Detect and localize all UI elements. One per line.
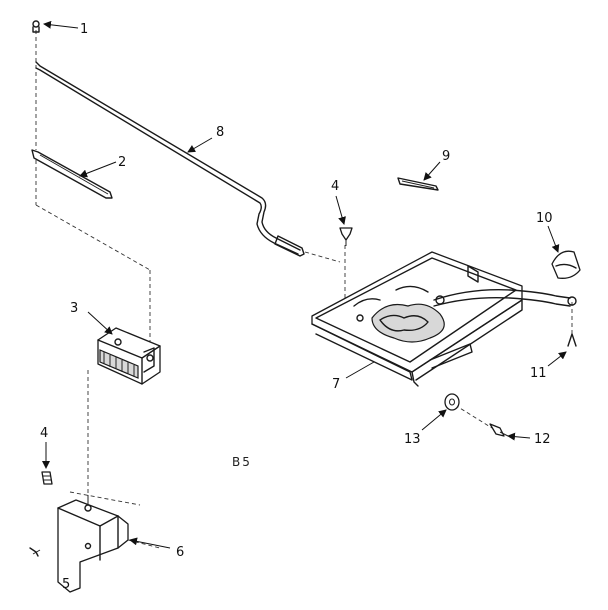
label-7: 7 bbox=[332, 377, 340, 392]
label-4-upper: 4 bbox=[331, 179, 339, 194]
label-1: 1 bbox=[80, 22, 88, 37]
part-6-bracket bbox=[57, 495, 129, 593]
label-6: 6 bbox=[176, 545, 184, 560]
part-4-screw-upper bbox=[339, 227, 353, 246]
part-9-rod bbox=[397, 177, 439, 191]
label-11: 11 bbox=[530, 366, 547, 381]
leader-lines bbox=[42, 20, 567, 549]
part-5-clip bbox=[29, 547, 41, 557]
label-8: 8 bbox=[216, 125, 224, 140]
label-10: 10 bbox=[536, 211, 553, 226]
label-5: 5 bbox=[62, 577, 70, 592]
label-12: 12 bbox=[534, 432, 551, 447]
part-10-cap bbox=[433, 250, 581, 307]
part-3-motor bbox=[97, 327, 161, 385]
part-11-clip bbox=[567, 333, 577, 347]
label-13: 13 bbox=[404, 432, 421, 447]
part-8-rod bbox=[35, 61, 305, 257]
alignment-lines bbox=[35, 30, 573, 549]
callout-labels: 1 2 3 4 4 5 6 7 8 9 10 11 12 13 B5 bbox=[40, 22, 553, 592]
part-12-screw bbox=[489, 423, 509, 437]
part-2-rod bbox=[31, 149, 113, 199]
part-1-clip bbox=[32, 20, 40, 33]
label-4-lower: 4 bbox=[40, 426, 48, 441]
label-9: 9 bbox=[442, 149, 450, 164]
label-2: 2 bbox=[118, 155, 126, 170]
label-3: 3 bbox=[70, 301, 78, 316]
part-7-tray bbox=[311, 251, 523, 387]
diagram-code: B5 bbox=[232, 455, 252, 469]
part-4-screw-lower bbox=[41, 471, 53, 485]
part-13-washer bbox=[444, 393, 460, 411]
